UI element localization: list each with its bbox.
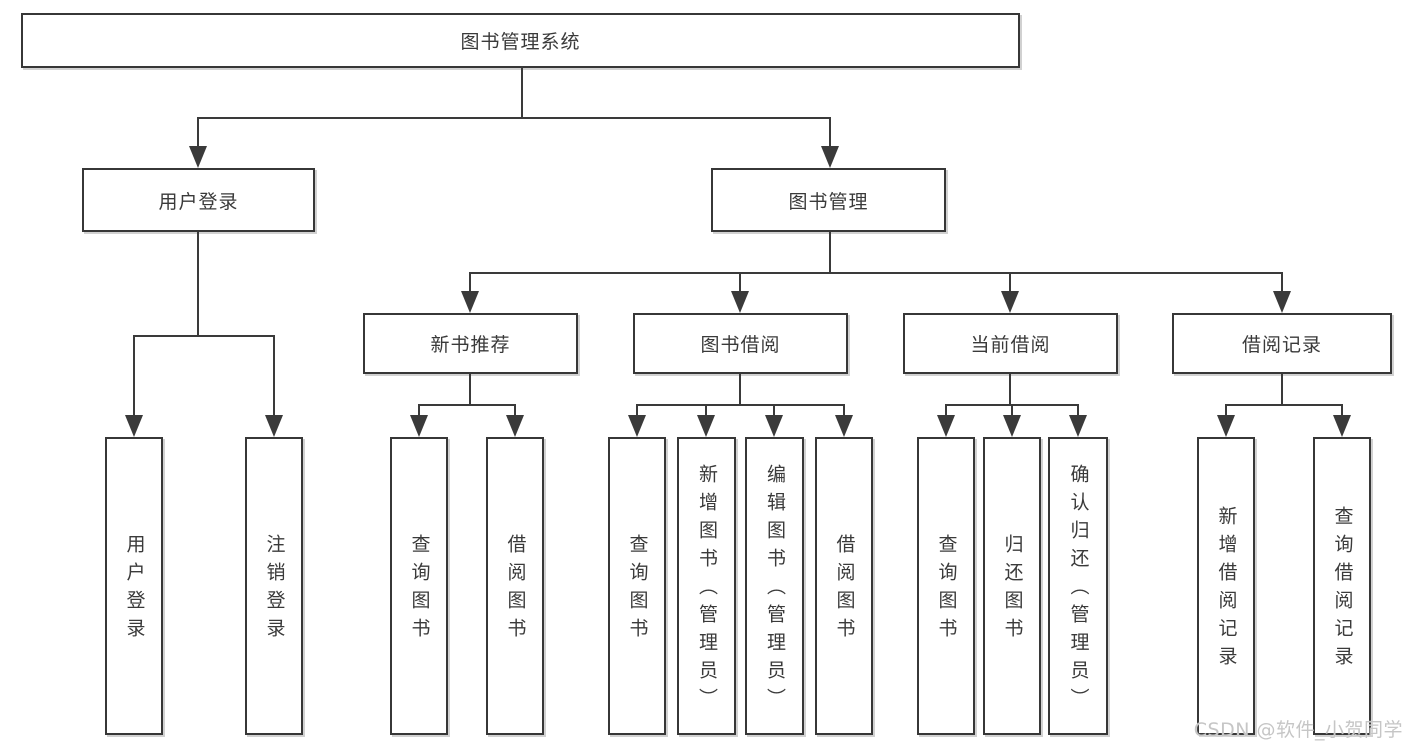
connector-new-book-branch <box>418 404 516 406</box>
connector-drop-new-book <box>469 272 471 294</box>
node-root: 图书管理系统 <box>21 13 1020 68</box>
connector-login-stem <box>197 232 199 336</box>
connector-drop <box>1225 404 1227 417</box>
connector-drop <box>1077 404 1079 417</box>
connector-drop <box>514 404 516 417</box>
connector-book-borrow-stem <box>739 374 741 405</box>
node-new-book: 新书推荐 <box>363 313 578 374</box>
connector-drop <box>1011 404 1013 417</box>
node-cb-query-books: 查询图书 <box>917 437 975 735</box>
arrow-down-icon <box>410 415 428 437</box>
arrow-down-icon <box>506 415 524 437</box>
connector-drop <box>636 404 638 417</box>
connector-borrow-records-stem <box>1281 374 1283 405</box>
connector-drop-borrow-records <box>1281 272 1283 294</box>
node-current-borrow: 当前借阅 <box>903 313 1118 374</box>
node-nb-borrow-books: 借阅图书 <box>486 437 544 735</box>
arrow-down-icon <box>1069 415 1087 437</box>
node-login-group: 用户登录 <box>82 168 315 232</box>
connector-drop-book-borrow <box>739 272 741 294</box>
connector-drop <box>418 404 420 417</box>
arrow-down-icon <box>628 415 646 437</box>
connector-level2-branch <box>198 117 831 119</box>
arrow-down-icon <box>461 291 479 313</box>
node-bb-add-books-admin: 新增图书（管理员） <box>677 437 736 735</box>
node-bb-edit-books-admin: 编辑图书（管理员） <box>745 437 804 735</box>
arrow-down-icon <box>1273 291 1291 313</box>
node-cb-confirm-return-admin: 确认归还（管理员） <box>1048 437 1108 735</box>
arrow-down-icon <box>125 415 143 437</box>
node-nb-query-books: 查询图书 <box>390 437 448 735</box>
connector-book-borrow-branch <box>636 404 845 406</box>
node-cb-return-books: 归还图书 <box>983 437 1041 735</box>
connector-drop-current-borrow <box>1009 272 1011 294</box>
connector-drop <box>773 404 775 417</box>
node-br-query-record: 查询借阅记录 <box>1313 437 1371 735</box>
connector-login-branch <box>133 335 275 337</box>
connector-drop-user-login <box>133 335 135 417</box>
node-book-mgmt: 图书管理 <box>711 168 946 232</box>
node-bb-borrow-books: 借阅图书 <box>815 437 873 735</box>
connector-drop <box>1341 404 1343 417</box>
arrow-down-icon <box>731 291 749 313</box>
connector-root-stem <box>521 66 523 117</box>
connector-borrow-records-branch <box>1225 404 1343 406</box>
arrow-down-icon <box>265 415 283 437</box>
arrow-down-icon <box>765 415 783 437</box>
connector-drop <box>843 404 845 417</box>
node-book-borrow: 图书借阅 <box>633 313 848 374</box>
arrow-down-icon <box>1333 415 1351 437</box>
arrow-down-icon <box>937 415 955 437</box>
connector-book-mgmt-stem <box>829 232 831 273</box>
connector-current-borrow-stem <box>1009 374 1011 405</box>
node-br-add-record: 新增借阅记录 <box>1197 437 1255 735</box>
connector-drop-login-group <box>197 117 199 149</box>
arrow-down-icon <box>1003 415 1021 437</box>
connector-new-book-stem <box>469 374 471 405</box>
node-logout: 注销登录 <box>245 437 303 735</box>
connector-drop-logout <box>273 335 275 417</box>
connector-drop-book-mgmt <box>829 117 831 149</box>
arrow-down-icon <box>821 146 839 168</box>
arrow-down-icon <box>835 415 853 437</box>
csdn-watermark: CSDN @软件_小贺同学 <box>1193 719 1403 741</box>
node-user-login: 用户登录 <box>105 437 163 735</box>
arrow-down-icon <box>1001 291 1019 313</box>
arrow-down-icon <box>697 415 715 437</box>
node-bb-query-books: 查询图书 <box>608 437 666 735</box>
arrow-down-icon <box>189 146 207 168</box>
connector-drop <box>705 404 707 417</box>
connector-level3-branch <box>469 272 1283 274</box>
connector-drop <box>945 404 947 417</box>
arrow-down-icon <box>1217 415 1235 437</box>
node-borrow-records: 借阅记录 <box>1172 313 1392 374</box>
